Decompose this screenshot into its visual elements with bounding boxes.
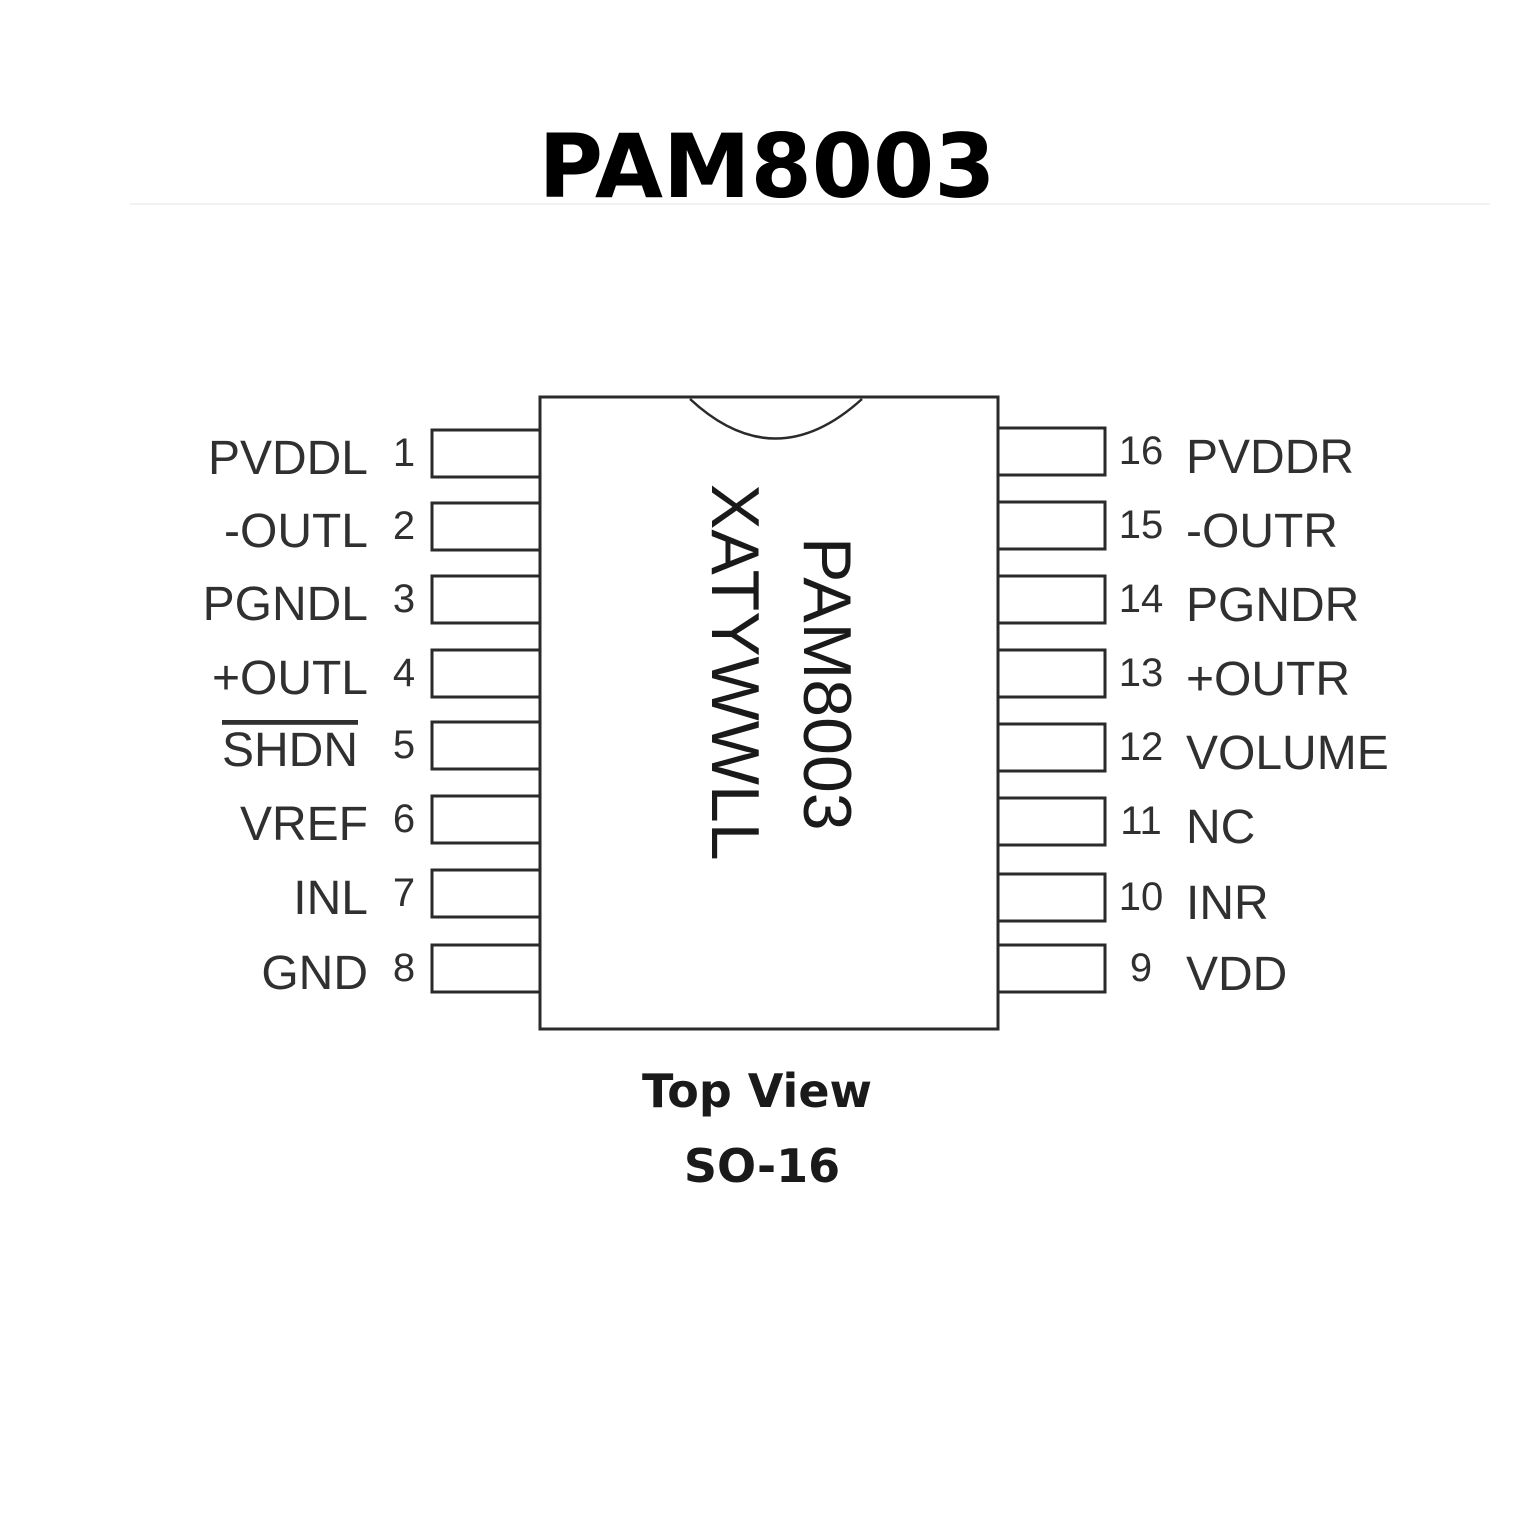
view-caption: Top View	[642, 1064, 872, 1118]
pin-12: 12 VOLUME	[996, 722, 1389, 780]
pin-label: +OUTR	[1186, 653, 1350, 706]
pin-label: PGNDL	[203, 578, 368, 631]
pin-label: VOLUME	[1186, 727, 1389, 780]
pin-1: 1 PVDDL	[208, 428, 542, 485]
pin-number: 13	[1119, 651, 1164, 695]
pin-lead-9	[996, 943, 1107, 994]
pin-lead-11	[996, 796, 1107, 847]
pin-number: 5	[393, 723, 415, 767]
pin-number: 14	[1119, 577, 1164, 621]
pin-lead-3	[430, 574, 542, 625]
pin-5: 5 SHDN	[222, 720, 542, 777]
pin-lead-7	[430, 868, 542, 919]
pin-number: 6	[393, 797, 415, 841]
pin-lead-1	[430, 428, 542, 479]
pin-number: 8	[393, 946, 415, 990]
pin-lead-12	[996, 722, 1107, 773]
pin-6: 6 VREF	[240, 794, 542, 851]
pin-label: INL	[293, 872, 368, 925]
pin-2: 2 -OUTL	[224, 501, 542, 558]
pin-15: 15 -OUTR	[996, 500, 1338, 558]
pin-label: VREF	[240, 798, 368, 851]
pin-label: PVDDL	[208, 432, 368, 485]
pin-number: 16	[1119, 429, 1164, 473]
pin-lead-10	[996, 872, 1107, 923]
pin-11: 11 NC	[996, 796, 1255, 854]
pin-16: 16 PVDDR	[996, 426, 1354, 484]
pin-number: 4	[393, 651, 415, 695]
left-pin-row: 1 PVDDL 2 -OUTL 3 PGNDL 4 +OUTL 5 SHDN 6 VREF 7 INL 8G…	[203, 428, 542, 1000]
pin-lead-14	[996, 574, 1107, 625]
pin-label: -OUTR	[1186, 505, 1338, 558]
pin-number: 2	[393, 504, 415, 548]
pin-number: 12	[1119, 725, 1164, 769]
pin-4: 4 +OUTL	[212, 648, 542, 705]
pin-number: 7	[393, 871, 415, 915]
pin-lead-2	[430, 501, 542, 552]
pin-number: 9	[1130, 946, 1152, 990]
pin-label: VDD	[1186, 948, 1287, 1001]
page-title: PAM8003	[538, 115, 995, 218]
right-pin-row: 16 PVDDR 15 -OUTR 14 PGNDR 13 +OUTR 12 VOLUME 11 NC…	[996, 426, 1389, 1001]
chip-marking-date-code: XATYWWLL	[697, 484, 773, 861]
pin-3: 3 PGNDL	[203, 574, 542, 631]
pin-lead-5	[430, 720, 542, 771]
chip-marking-part-number: PAM8003	[789, 537, 865, 831]
pin-label: PVDDR	[1186, 431, 1354, 484]
package-caption: SO-16	[684, 1139, 840, 1193]
pin-label: -OUTL	[224, 505, 368, 558]
pin-lead-13	[996, 648, 1107, 699]
pin-9: 9 VDD	[996, 943, 1287, 1001]
pin-13: 13 +OUTR	[996, 648, 1350, 706]
pin-10: 10 INR	[996, 872, 1269, 930]
pin-number: 1	[393, 431, 415, 475]
pin-lead-6	[430, 794, 542, 845]
pin-label: +OUTL	[212, 652, 368, 705]
pin-label: SHDN	[222, 724, 358, 777]
pin-7: 7 INL	[293, 868, 542, 925]
pin-number: 15	[1119, 503, 1164, 547]
pin-lead-16	[996, 426, 1107, 477]
pin-label: GND	[261, 947, 368, 1000]
pin1-notch	[689, 398, 863, 440]
pin-number: 11	[1120, 799, 1162, 843]
pin-label: PGNDR	[1186, 579, 1359, 632]
pin-14: 14 PGNDR	[996, 574, 1359, 632]
pin-lead-4	[430, 648, 542, 699]
pin-lead-8	[430, 943, 542, 994]
pin-label: NC	[1186, 801, 1255, 854]
pin-number: 10	[1119, 875, 1164, 919]
chip-body	[538, 395, 1000, 1031]
pin-number: 3	[393, 577, 415, 621]
pin-8: 8 GND	[261, 943, 542, 1000]
pin-lead-15	[996, 500, 1107, 551]
pin-label: INR	[1186, 877, 1269, 930]
